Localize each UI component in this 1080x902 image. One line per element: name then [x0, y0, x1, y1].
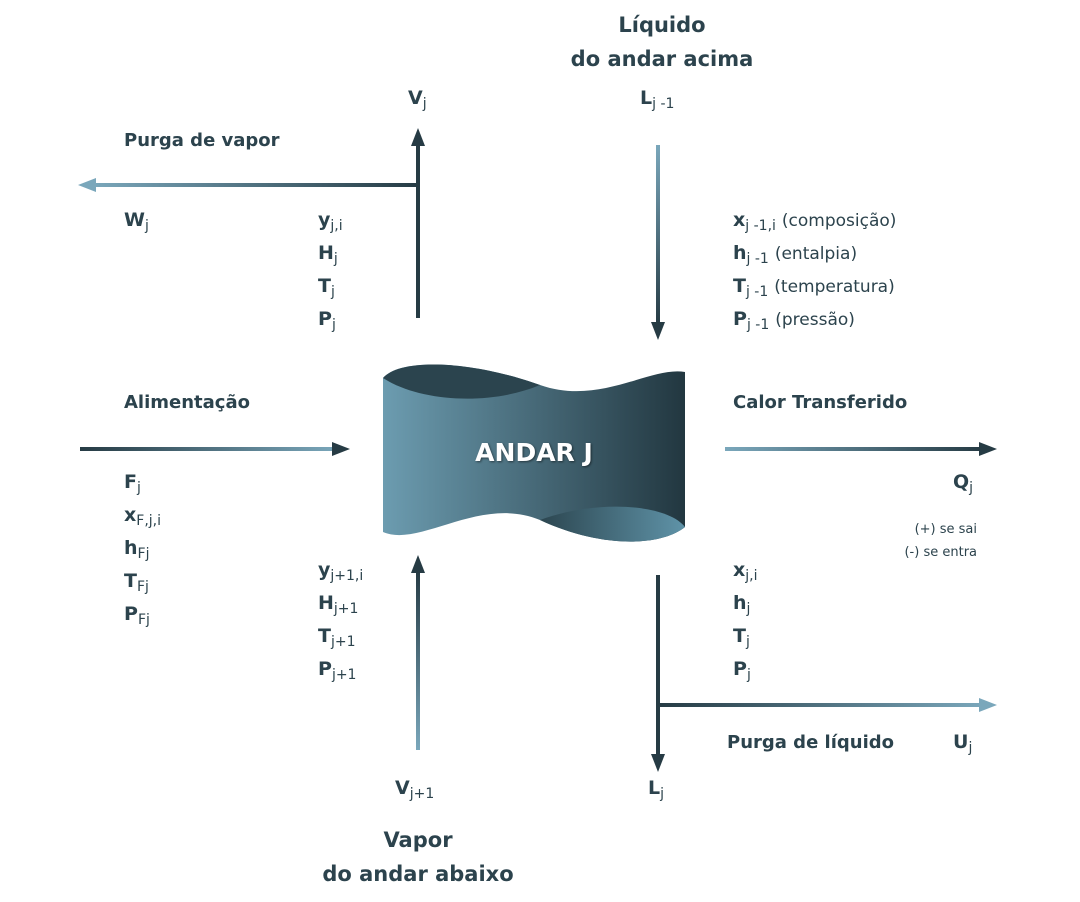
heat-sign-note: (+) se sai (-) se entra: [860, 518, 977, 564]
var-T: Tj+1: [318, 625, 356, 650]
heat-arrow: [725, 442, 997, 456]
symbol-L-j-1: Lj -1: [640, 87, 675, 112]
title-line: do andar abaixo: [322, 862, 514, 886]
var-y: yj,i: [318, 209, 343, 234]
var-x: xj,i: [733, 559, 758, 584]
note-line: (+) se sai: [914, 522, 977, 537]
var-h: hFj: [124, 537, 150, 562]
liquid-out-vars: xj,i hj Tj Pj: [733, 558, 758, 690]
liquid-purge-label: Purga de líquido: [727, 732, 895, 753]
title-line: do andar acima: [570, 47, 754, 71]
var-note: (entalpia): [774, 244, 858, 264]
vapor-in-vars: yj+1,i Hj+1 Tj+1 Pj+1: [318, 558, 363, 690]
var-H: Hj: [318, 242, 338, 267]
var-x: xj -1,i(composição): [733, 209, 897, 234]
vapor-purge-label: Purga de vapor: [124, 130, 280, 151]
liquid-above-title: Líquido do andar acima: [532, 8, 792, 76]
stage-label: ANDAR J: [475, 438, 593, 467]
var-T: Tj -1(temperatura): [733, 275, 895, 300]
var-T: Tj: [733, 625, 750, 650]
liquid-in-arrow: [651, 145, 665, 340]
symbol-U-j: Uj: [953, 731, 973, 756]
liquid-out-arrow: [651, 575, 997, 772]
var-H: Hj+1: [318, 592, 359, 617]
var-T: Tj: [318, 275, 335, 300]
var-h: hj -1(entalpia): [733, 242, 858, 267]
symbol-Q-j: Qj: [953, 471, 974, 496]
feed-vars: Fj xF,j,i hFj TFj PFj: [124, 470, 161, 635]
var-note: (pressão): [775, 310, 855, 330]
var-y: yj+1,i: [318, 559, 364, 584]
var-P: Pj: [733, 658, 751, 683]
feed-arrow: [80, 442, 350, 456]
symbol-W-j: Wj: [124, 209, 149, 234]
vapor-below-title: Vapor do andar abaixo: [288, 823, 548, 891]
title-line: Vapor: [383, 828, 453, 852]
vapor-in-arrow: [411, 555, 425, 750]
var-h: hj: [733, 592, 751, 617]
liquid-in-vars: xj -1,i(composição) hj -1(entalpia) Tj -…: [733, 208, 896, 340]
symbol-L-j: Lj: [648, 777, 664, 802]
var-T: TFj: [124, 570, 149, 595]
var-x: xF,j,i: [124, 504, 161, 529]
var-P: Pj: [318, 308, 336, 333]
var-note: (composição): [781, 211, 897, 231]
var-P: PFj: [124, 603, 150, 628]
symbol-V-j+1: Vj+1: [395, 777, 435, 802]
vapor-out-arrow: [78, 128, 425, 318]
var-P: Pj -1(pressão): [733, 308, 855, 333]
title-line: Líquido: [618, 13, 706, 37]
note-line: (-) se entra: [904, 545, 977, 560]
var-P: Pj+1: [318, 658, 357, 683]
feed-label: Alimentação: [124, 392, 250, 413]
symbol-V-j: Vj: [408, 87, 427, 112]
var-F: Fj: [124, 471, 141, 496]
vapor-out-vars: yj,i Hj Tj Pj: [318, 208, 343, 340]
var-note: (temperatura): [774, 277, 895, 297]
heat-label: Calor Transferido: [733, 392, 908, 413]
stage-shape: [383, 364, 685, 542]
